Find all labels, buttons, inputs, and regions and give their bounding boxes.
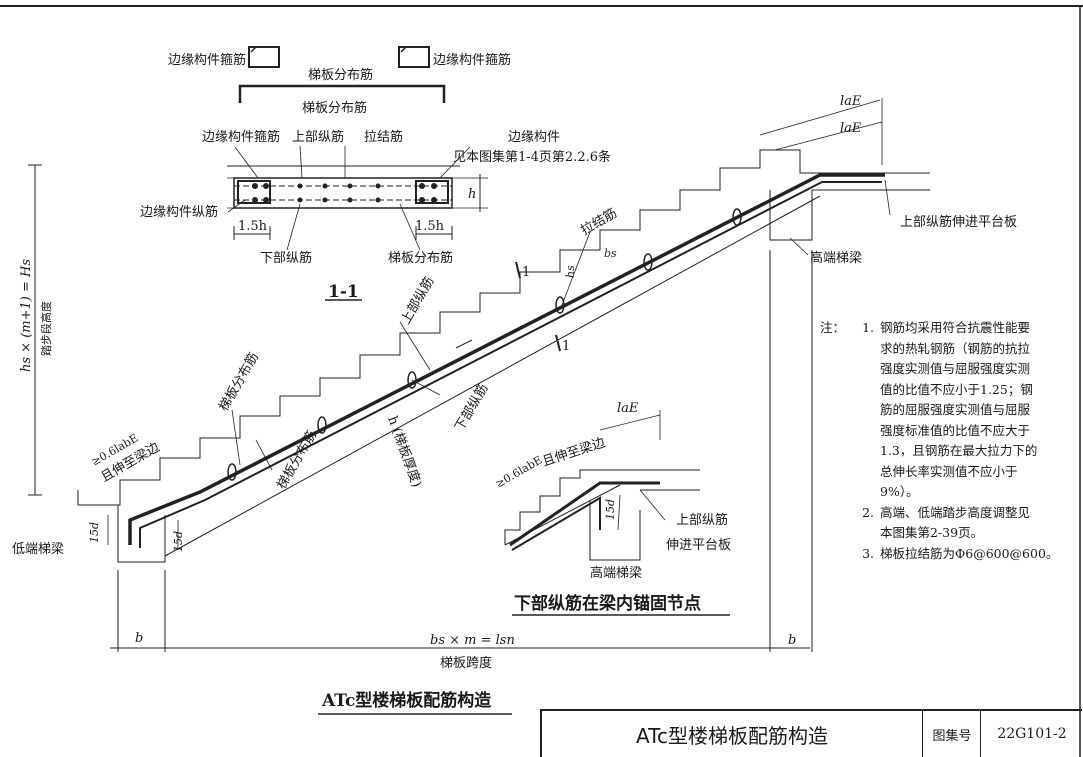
dim-lae-detail: laE	[617, 401, 639, 416]
dim-15d-a: 15d	[88, 522, 101, 543]
stair-elevation	[28, 98, 930, 652]
edge-stirrup-icon-left	[248, 46, 280, 68]
note-3-text: 梯板拉结筋为Φ6@600@600。	[880, 544, 1070, 565]
label-low-beam: 低端梯梁	[12, 542, 64, 557]
edge-stirrup-icon-right	[398, 46, 430, 68]
label-dist-bar-lower: 梯板分布筋	[274, 428, 320, 492]
height-formula: hs × (m+1) = Hs	[19, 259, 34, 372]
note-3-num: 3.	[862, 545, 874, 561]
dim-1-5h-left: 1.5h	[238, 219, 268, 234]
atlas-number-label: 图集号	[922, 711, 981, 757]
label-bottom-long-bar-main: 下部纵筋	[452, 381, 492, 434]
label-edge-stirrup-left: 边缘构件箍筋	[168, 52, 246, 68]
label-high-beam-detail: 高端梯梁	[590, 565, 642, 581]
dim-15d-detail: 15d	[604, 499, 617, 520]
label-top-bar-into-slab: 上部纵筋伸进平台板	[900, 214, 1017, 230]
note-2-line: 本图集第2-39页。	[880, 525, 984, 540]
note-1-line: 求的热轧钢筋（钢筋的抗拉	[880, 340, 1031, 356]
cut-mark-right: 1	[562, 339, 570, 354]
notes-block: 注： 1. 钢筋均采用符合抗震性能要 求的热轧钢筋（钢筋的抗拉 强度实测值与屈服…	[820, 318, 1070, 564]
label-edge-long-bar: 边缘构件纵筋	[140, 204, 218, 220]
dim-span: bs × m = lsn	[430, 633, 515, 648]
detail-bottom-bar	[511, 496, 601, 551]
note-3: 3. 梯板拉结筋为Φ6@600@600。	[820, 544, 1070, 565]
drawing-title: ATc型楼梯板配筋构造	[321, 690, 492, 711]
slab-soffit	[164, 195, 821, 557]
dim-15d-b: 15d	[172, 531, 185, 552]
anchorage-detail	[504, 410, 730, 616]
note-1-line: 强度实测值与屈服强度实测	[880, 361, 1031, 376]
note-1: 注： 1. 钢筋均采用符合抗震性能要 求的热轧钢筋（钢筋的抗拉 强度实测值与屈服…	[820, 318, 1070, 503]
note-1-line: 9%）。	[880, 484, 919, 499]
dim-bs: bs	[604, 247, 617, 260]
note-1-line: 筋的屈服强度实测值与屈服	[880, 402, 1031, 417]
section-caption: 1-1	[328, 282, 359, 302]
note-1-num: 1.	[862, 320, 874, 335]
notes-lead: 注：	[820, 320, 846, 335]
note-2: 2. 高端、低端踏步高度调整见 本图集第2-39页。	[820, 503, 1070, 544]
label-high-beam: 高端梯梁	[810, 250, 862, 266]
label-dist-bar-top: 梯板分布筋	[308, 67, 373, 83]
note-1-line: 1.3，且钢筋在最大拉力下的	[880, 443, 1038, 458]
note-1-text: 钢筋均采用符合抗震性能要 求的热轧钢筋（钢筋的抗拉 强度实测值与屈服强度实测 值…	[880, 318, 1070, 503]
note-2-line: 高端、低端踏步高度调整见	[880, 504, 1031, 520]
label-edge-ref: 见本图集第1-4页第2.2.6条	[453, 149, 611, 165]
dim-1-5h-right: 1.5h	[415, 219, 445, 234]
note-2-num: 2.	[862, 504, 874, 520]
label-edge-stirrup-2: 边缘构件箍筋	[202, 129, 280, 145]
dim-hs: hs	[564, 265, 577, 278]
cut-mark-left: 1	[522, 265, 530, 280]
label-top-long-bar-section: 上部纵筋	[292, 129, 344, 145]
dim-lae-top2: laE	[840, 121, 862, 136]
detail-caption: 下部纵筋在梁内锚固节点	[514, 593, 701, 614]
label-into-slab-detail: 伸进平台板	[666, 538, 731, 553]
label-dist-bar-upper: 梯板分布筋	[216, 350, 262, 414]
label-tie-bar-main: 拉结筋	[578, 205, 620, 238]
title-block: ATc型楼梯板配筋构造 图集号 22G101-2	[540, 709, 1082, 757]
note-1-line: 总伸长率实测值不应小于	[880, 463, 1018, 479]
label-top-long-bar-detail: 上部纵筋	[676, 512, 728, 528]
dist-bar-shape	[238, 84, 446, 103]
section-1-1	[227, 46, 488, 301]
label-dist-bar-box: 梯板分布筋	[302, 100, 367, 116]
stair-steps	[77, 149, 930, 506]
label-tie-bar-section: 拉结筋	[364, 129, 403, 145]
label-span: 梯板跨度	[440, 655, 492, 671]
height-label: 踏步段高度	[39, 301, 53, 356]
title-block-title: ATc型楼梯板配筋构造	[636, 723, 828, 748]
label-bottom-long-bar-section: 下部纵筋	[260, 250, 312, 266]
note-1-line: 钢筋均采用符合抗震性能要	[880, 320, 1031, 335]
label-edge-stirrup-right: 边缘构件箍筋	[433, 52, 511, 68]
note-3-line: 梯板拉结筋为Φ6@600@600。	[880, 545, 1059, 561]
label-top-long-bar-main: 上部纵筋	[398, 274, 438, 327]
dim-h: h	[468, 187, 476, 202]
note-2-text: 高端、低端踏步高度调整见 本图集第2-39页。	[880, 503, 1070, 544]
dim-b-left: b	[135, 631, 143, 646]
bottom-long-bar-line	[139, 181, 882, 548]
dim-b-right: b	[788, 633, 796, 648]
section-bars	[252, 183, 437, 203]
label-edge-member: 边缘构件	[508, 130, 560, 145]
note-1-line: 值的比值不应小于1.25；钢	[880, 381, 1033, 397]
label-slab-thickness: h (梯板厚度)	[384, 414, 425, 490]
atlas-number: 22G101-2	[980, 711, 1083, 757]
note-1-line: 强度标准值的比值不应大于	[880, 422, 1031, 438]
label-to-beam-edge-detail: 且伸至梁边	[541, 435, 607, 469]
detail-top-bar	[509, 481, 660, 547]
top-long-bar-line	[128, 173, 885, 545]
label-dist-bar-bottom: 梯板分布筋	[388, 250, 453, 266]
dim-lae-top1: laE	[840, 94, 862, 109]
label-anchor-len-detail: ≥0.6labE	[493, 453, 544, 490]
